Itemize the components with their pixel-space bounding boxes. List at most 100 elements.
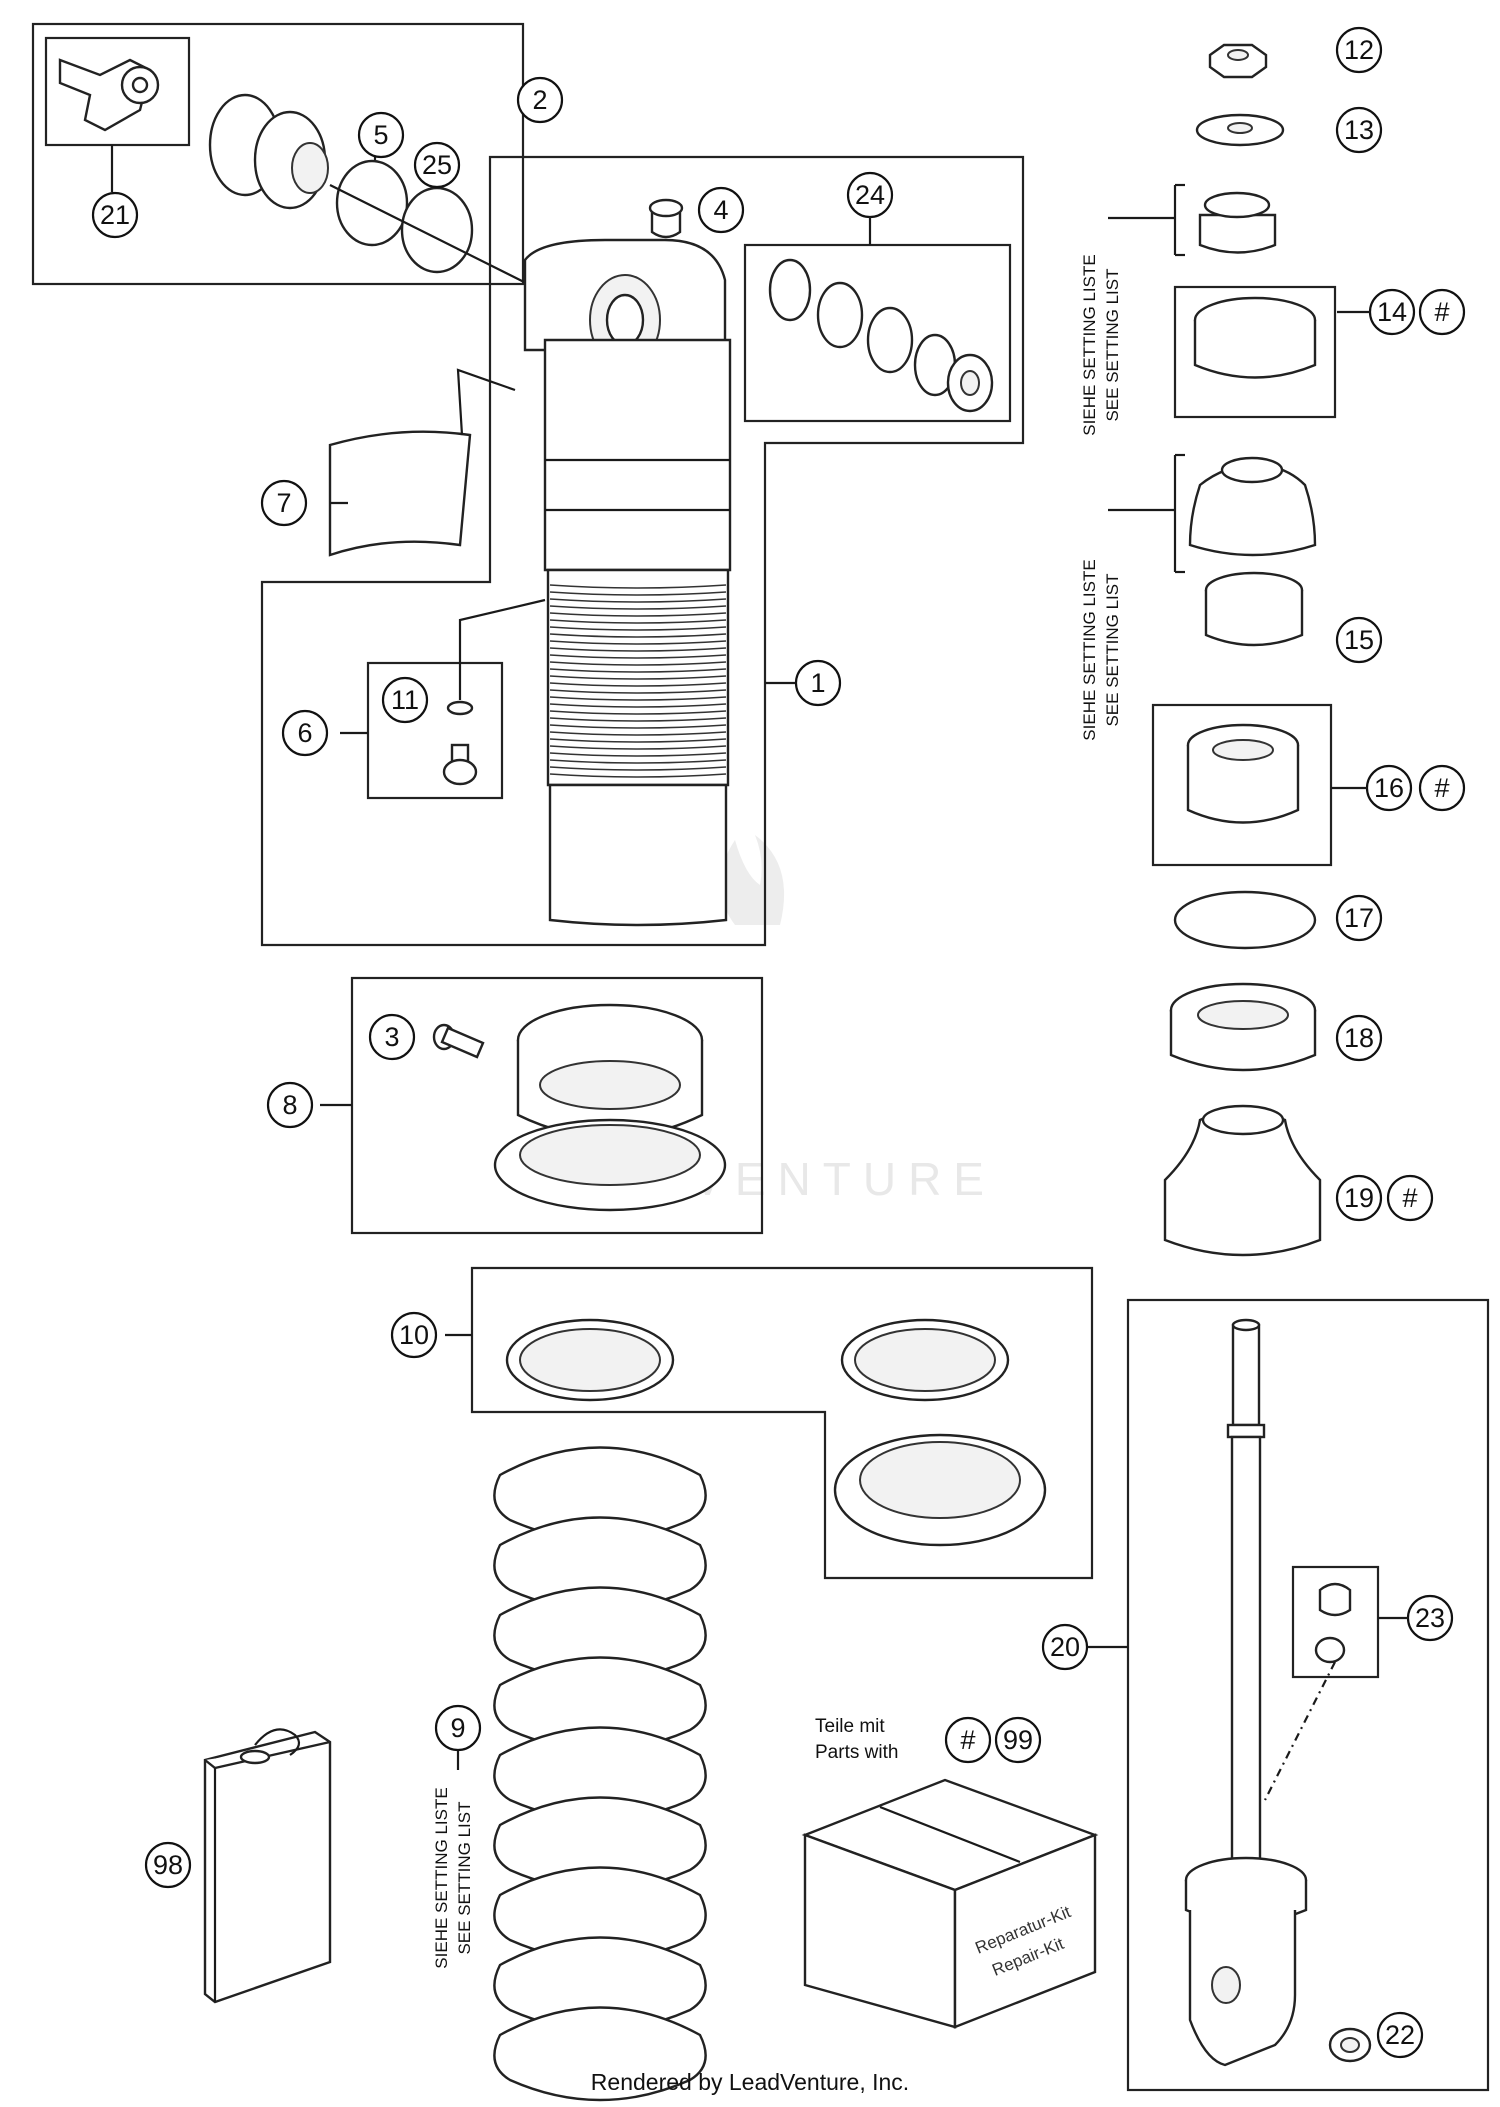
thread-line [549, 773, 727, 778]
callout-23: 23 [1406, 1594, 1454, 1642]
bump-stop-part [1188, 456, 1317, 557]
bushing-22-part [1328, 2027, 1372, 2063]
setting-note-mid: SIEHE SETTING LISTE SEE SETTING LIST [1080, 453, 1185, 741]
spring-coil [493, 2006, 707, 2102]
svg-text:#: # [1402, 1183, 1417, 1213]
group-6-box [366, 661, 504, 800]
thread-line [549, 612, 727, 617]
ring-5-part [335, 159, 409, 247]
thread-line [549, 591, 727, 596]
svg-text:20: 20 [1050, 1632, 1080, 1662]
spring-coil [493, 1796, 707, 1892]
svg-text:7: 7 [276, 488, 291, 518]
svg-text:99: 99 [1003, 1725, 1033, 1755]
setting-note-top: SIEHE SETTING LISTE SEE SETTING LIST [1080, 183, 1185, 436]
group-16-box [1151, 703, 1333, 867]
svg-text:18: 18 [1344, 1023, 1374, 1053]
callout-13: 13 [1335, 106, 1383, 154]
thread-line [549, 598, 727, 603]
callout-markers: 1 2 3 4 5 6 7 8 9 10 11 12 13 14 # 15 16… [91, 26, 1466, 2059]
svg-text:3: 3 [384, 1022, 399, 1052]
bump-rubber-19-part [1163, 1104, 1322, 1257]
group-14-box [1173, 285, 1337, 419]
callout-24: 24 [846, 171, 894, 219]
thread-line [549, 724, 727, 729]
group-2-box [31, 22, 525, 286]
svg-text:25: 25 [422, 150, 452, 180]
svg-text:#: # [1434, 297, 1449, 327]
callout-9: 9 [434, 1704, 482, 1752]
svg-text:2: 2 [532, 85, 547, 115]
callout-99-hash: # [944, 1716, 992, 1764]
callout-19-hash: # [1386, 1174, 1434, 1222]
repair-kit-box-part: Reparatur-Kit Repair-Kit [801, 1778, 1099, 2029]
thread-line [549, 584, 727, 589]
thread-line [549, 710, 727, 715]
svg-text:13: 13 [1344, 115, 1374, 145]
thread-line [549, 626, 727, 631]
svg-text:SEE SETTING LIST: SEE SETTING LIST [1103, 573, 1122, 726]
svg-text:23: 23 [1415, 1603, 1445, 1633]
group-20-box [1126, 1298, 1490, 2092]
svg-text:16: 16 [1374, 773, 1404, 803]
bushing-top-part [1198, 191, 1277, 254]
spring-coil [493, 1446, 707, 1542]
thread-line [549, 619, 727, 624]
svg-text:24: 24 [855, 180, 885, 210]
thread-line [549, 675, 727, 680]
shock-body-part [523, 238, 732, 927]
thread-line [549, 731, 727, 736]
svg-text:8: 8 [282, 1090, 297, 1120]
washer-11-part [446, 700, 474, 716]
seal-carrier-18-part [1169, 982, 1317, 1072]
circlip-17-part [1173, 890, 1317, 950]
svg-text:10: 10 [399, 1320, 429, 1350]
spring-coil [493, 1726, 707, 1822]
bolt-3-part [432, 1023, 485, 1059]
callout-25: 25 [413, 141, 461, 189]
nut-12-part [1208, 43, 1268, 79]
svg-text:21: 21 [100, 200, 130, 230]
svg-text:#: # [1434, 773, 1449, 803]
parts-with-note-de: Teile mit [815, 1716, 885, 1737]
svg-text:19: 19 [1344, 1183, 1374, 1213]
footer-credit: Rendered by LeadVenture, Inc. [591, 2069, 909, 2095]
svg-text:SIEHE SETTING LISTE: SIEHE SETTING LISTE [1080, 559, 1099, 740]
svg-text:22: 22 [1385, 2020, 1415, 2050]
svg-text:SIEHE SETTING LISTE: SIEHE SETTING LISTE [432, 1787, 451, 1968]
callout-99: 99 [994, 1716, 1042, 1764]
spring-coil [493, 1586, 707, 1682]
svg-text:14: 14 [1377, 297, 1407, 327]
callout-1: 1 [794, 659, 842, 707]
svg-text:1: 1 [810, 668, 825, 698]
thread-lines [549, 584, 727, 778]
callout-22: 22 [1376, 2011, 1424, 2059]
cap-15-part [1204, 571, 1304, 647]
svg-text:17: 17 [1344, 903, 1374, 933]
svg-text:5: 5 [373, 120, 388, 150]
callout-4: 4 [697, 186, 745, 234]
svg-text:11: 11 [391, 685, 419, 715]
callout-21: 21 [91, 191, 139, 239]
group-21-box [44, 36, 191, 147]
callout-19: 19 [1335, 1174, 1383, 1222]
callout-12: 12 [1335, 26, 1383, 74]
valve-6-part [442, 743, 478, 786]
valve-14-part [1193, 296, 1317, 379]
thread-line [549, 759, 727, 764]
callout-20: 20 [1041, 1623, 1089, 1671]
thread-line [549, 689, 727, 694]
thread-line [549, 745, 727, 750]
callout-14-hash: # [1418, 288, 1466, 336]
svg-text:6: 6 [297, 718, 312, 748]
group-23-box [1291, 1565, 1380, 1679]
thread-line [549, 654, 727, 659]
group-10-box [470, 1266, 1094, 1580]
svg-text:12: 12 [1344, 35, 1374, 65]
svg-text:SEE SETTING LIST: SEE SETTING LIST [1103, 268, 1122, 421]
svg-text:98: 98 [153, 1850, 183, 1880]
thread-line [549, 668, 727, 673]
callout-8: 8 [266, 1081, 314, 1129]
spring-9-part [493, 1446, 707, 2102]
svg-text:SIEHE SETTING LISTE: SIEHE SETTING LISTE [1080, 254, 1099, 435]
